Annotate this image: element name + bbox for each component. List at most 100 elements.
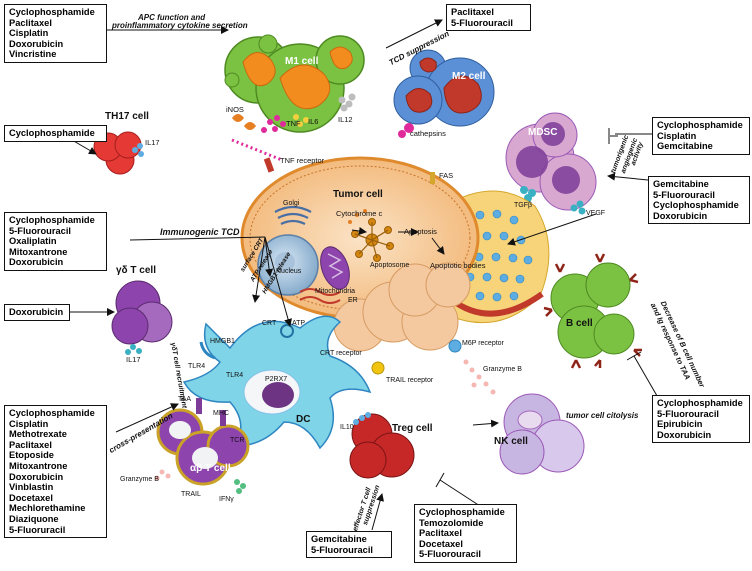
drug-box-immunogenic: Cyclophosphamide 5-Fluorouracil Oxalipla… [4,212,107,271]
drug-name: Paclitaxel [451,7,494,17]
drug-name: Cyclophosphamide [419,507,505,517]
mdsc-cell [505,112,597,215]
apc-annotation: APC function and [138,13,206,22]
hmgb1-label: HMGB1 [210,338,235,345]
drug-box-mdsc: Cyclophosphamide Cisplatin Gemcitabine [652,117,750,155]
inos-label: iNOS [226,105,244,114]
drug-name: Doxorubicin [9,257,64,268]
tnf-receptor-label: TNF receptor [280,156,325,165]
p2rx7-label: P2RX7 [265,376,288,383]
fas-label: FAS [439,171,454,180]
drug-box-gamma-delta: Doxorubicin [4,304,70,321]
drug-name: Paclitaxel [9,17,52,28]
citolysis-annotation: tumor cell citolysis [566,411,639,420]
immunogenic-tcd-annotation: Immunogenic TCD [160,227,240,237]
il10-label: IL10 [340,424,354,431]
cytochrome-label: Cytochrome c [336,209,383,218]
taa-label: TAA [178,396,192,403]
treg-cell-label: Treg cell [392,423,433,434]
tumor-cell-label: Tumor cell [333,189,383,200]
drug-name: Diaziquone [9,513,59,524]
b-cell-label: B cell [566,318,593,329]
drug-box-m2: Paclitaxel 5-Fluorouracil [446,4,531,32]
crt-receptor-label: CRT receptor [320,350,362,357]
vegf-label: VEGF [586,210,606,217]
drug-name: 5-Fluorouracil [451,17,513,28]
drug-name: 5-Fluorouracil [9,225,71,236]
drug-name: Doxorubicin [657,429,712,440]
dendritic-cell [182,315,372,450]
granzyme-b-ab-label: Granzyme B [120,476,159,483]
drug-name: 5-Fluorouracil [311,544,373,555]
drug-name: Paclitaxel [419,528,462,539]
drug-box-angiogenic: Gemcitabine 5-Fluorouracil Cyclophospham… [648,176,750,225]
nucleus-label: Nucleus [276,268,302,275]
granzyme-b-label: Granzyme B [483,366,522,373]
apoptotic-bodies-label: Apoptotic bodies [430,261,486,270]
drug-name: Cyclophosphamide [657,398,743,408]
apoptosome-label: Apoptosome [370,262,410,269]
drug-box-effector: Gemcitabine 5-Fluorouracil [306,531,392,559]
drug-name: Cisplatin [9,28,49,39]
drug-name: Mitoxantrone [9,246,68,257]
drug-name: Mechlorethamine [9,503,86,514]
drug-box-treg: Cyclophosphamide Temozolomide Paclitaxel… [414,504,517,563]
ifng-label: IFNγ [219,496,234,503]
drug-name: Cyclophosphamide [653,200,739,211]
drug-name: Paclitaxel [9,439,52,450]
drug-box-cross-presentation: Cyclophosphamide Cisplatin Methotrexate … [4,405,107,539]
drug-name: Gemcitabine [311,534,367,544]
gamma-delta-t-cell [111,280,173,355]
tlr4-label-2: TLR4 [226,372,244,379]
drug-name: Mitoxantrone [9,460,68,471]
mdsc-label: MDSC [528,127,558,138]
tgfb-label: TGFβ [514,202,533,209]
m2-cell [393,49,495,138]
drug-box-nk: Cyclophosphamide 5-Fluorouracil Epirubic… [652,395,750,444]
drug-name: Doxorubicin [9,307,64,317]
drug-name: Methotrexate [9,429,67,440]
alpha-beta-cell-label: αβ T cell [190,463,231,474]
drug-name: 5-Fluorouracil [657,408,719,419]
drug-name: Vincristine [9,49,57,60]
drug-name: Cisplatin [657,130,697,141]
drug-name: Gemcitabine [653,179,709,189]
mitochondria-label: Mitochondria [315,288,356,295]
tnf-label: TNF [286,119,301,128]
drug-name: Oxaliplatin [9,236,57,247]
alpha-beta-t-cell [154,398,250,494]
drug-name: Temozolomide [419,517,484,528]
connector-arrows [70,19,665,531]
gamma-delta-cell-label: γδ T cell [116,265,156,276]
trail-receptor-label: TRAIL receptor [386,377,434,384]
drug-name: Gemcitabine [657,141,713,152]
drug-name: Docetaxel [9,492,53,503]
trail-label: TRAIL [181,491,201,498]
cathepsins-label: cathepsins [410,129,446,138]
tcr-label: TCR [230,437,245,444]
drug-name: Docetaxel [419,538,463,549]
m1-cell-label: M1 cell [285,56,319,67]
il6-label: IL6 [308,117,319,126]
drug-name: Doxorubicin [653,210,708,221]
golgi-label: Golgi [283,200,300,207]
treg-cell [349,412,415,479]
crt-label: CRT [262,320,277,327]
drug-name: Cisplatin [9,418,49,429]
mhc-label: MHC [213,410,229,417]
il12-label: IL12 [338,115,353,124]
il17-label: IL17 [145,138,160,147]
er-label: ER [348,297,358,304]
atp-label: ATP [292,320,306,327]
drug-name: 5-Fluorouracil [419,549,481,560]
drug-name: Cyclophosphamide [9,215,95,225]
drug-box-th17: Cyclophosphamide [4,125,107,142]
drug-name: Doxorubicin [9,471,64,482]
m1-cell [224,34,365,133]
drug-name: Epirubicin [657,419,703,430]
apoptosis-label: Apoptosis [404,227,437,236]
drug-name: Cyclophosphamide [9,128,95,138]
drug-name: Cyclophosphamide [9,7,95,17]
drug-name: Etoposide [9,450,54,461]
